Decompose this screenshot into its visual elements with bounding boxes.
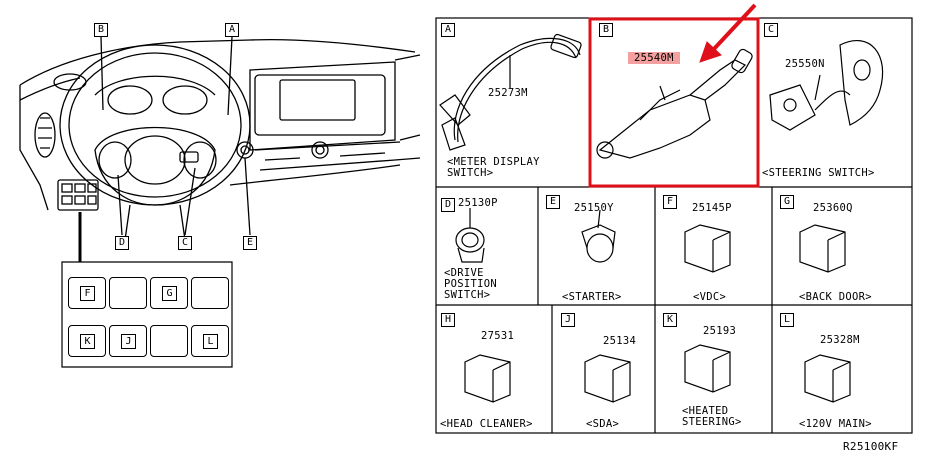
panel-key-blank-1: [109, 277, 147, 309]
cell-h-desc: <HEAD CLEANER>: [440, 418, 533, 430]
cell-c-desc: <STEERING SWITCH>: [762, 167, 875, 179]
cell-e-letter: E: [546, 195, 560, 209]
panel-key-j-label: J: [121, 334, 136, 349]
cell-c-part: 25550N: [785, 58, 825, 70]
panel-key-k-label: K: [80, 334, 95, 349]
panel-key-f-label: F: [80, 286, 95, 301]
callout-e: E: [243, 236, 257, 250]
cell-l-desc: <120V MAIN>: [799, 418, 872, 430]
cell-g-letter: G: [780, 195, 794, 209]
cell-c-letter: C: [764, 23, 778, 37]
callout-c: C: [178, 236, 192, 250]
cell-f-part: 25145P: [692, 202, 732, 214]
panel-key-l-label: L: [203, 334, 218, 349]
cell-j-desc: <SDA>: [586, 418, 620, 430]
panel-key-j: J: [109, 325, 147, 357]
panel-key-g: G: [150, 277, 188, 309]
panel-key-g-label: G: [162, 286, 177, 301]
panel-key-blank-3: [150, 325, 188, 357]
cell-d-part: 25130P: [458, 197, 498, 209]
callout-a: A: [225, 23, 239, 37]
cell-b-letter: B: [599, 23, 613, 37]
cell-b-part: 25540M: [628, 52, 680, 64]
cell-h-part: 27531: [481, 330, 515, 342]
cell-e-desc: <STARTER>: [562, 291, 622, 303]
cell-a-part: 25273M: [488, 87, 528, 99]
cell-k-part: 25193: [703, 325, 737, 337]
panel-key-blank-2: [191, 277, 229, 309]
callout-d: D: [115, 236, 129, 250]
cell-l-letter: L: [780, 313, 794, 327]
panel-key-l: L: [191, 325, 229, 357]
cell-a-desc: <METER DISPLAY SWITCH>: [447, 156, 540, 179]
callout-b: B: [94, 23, 108, 37]
cell-e-part: 25150Y: [574, 202, 614, 214]
cell-g-desc: <BACK DOOR>: [799, 291, 872, 303]
cell-g-part: 25360Q: [813, 202, 853, 214]
cell-a-letter: A: [441, 23, 455, 37]
cell-d-letter: D: [441, 198, 455, 212]
cell-h-letter: H: [441, 313, 455, 327]
cell-f-letter: F: [663, 195, 677, 209]
panel-key-f: F: [68, 277, 106, 309]
cell-l-part: 25328M: [820, 334, 860, 346]
panel-key-k: K: [68, 325, 106, 357]
figure-code: R25100KF: [843, 440, 899, 453]
cell-d-desc: <DRIVE POSITION SWITCH>: [444, 267, 497, 301]
cell-k-desc: <HEATED STEERING>: [682, 405, 742, 428]
cell-j-letter: J: [561, 313, 575, 327]
cell-f-desc: <VDC>: [693, 291, 727, 303]
cell-j-part: 25134: [603, 335, 637, 347]
cell-k-letter: K: [663, 313, 677, 327]
